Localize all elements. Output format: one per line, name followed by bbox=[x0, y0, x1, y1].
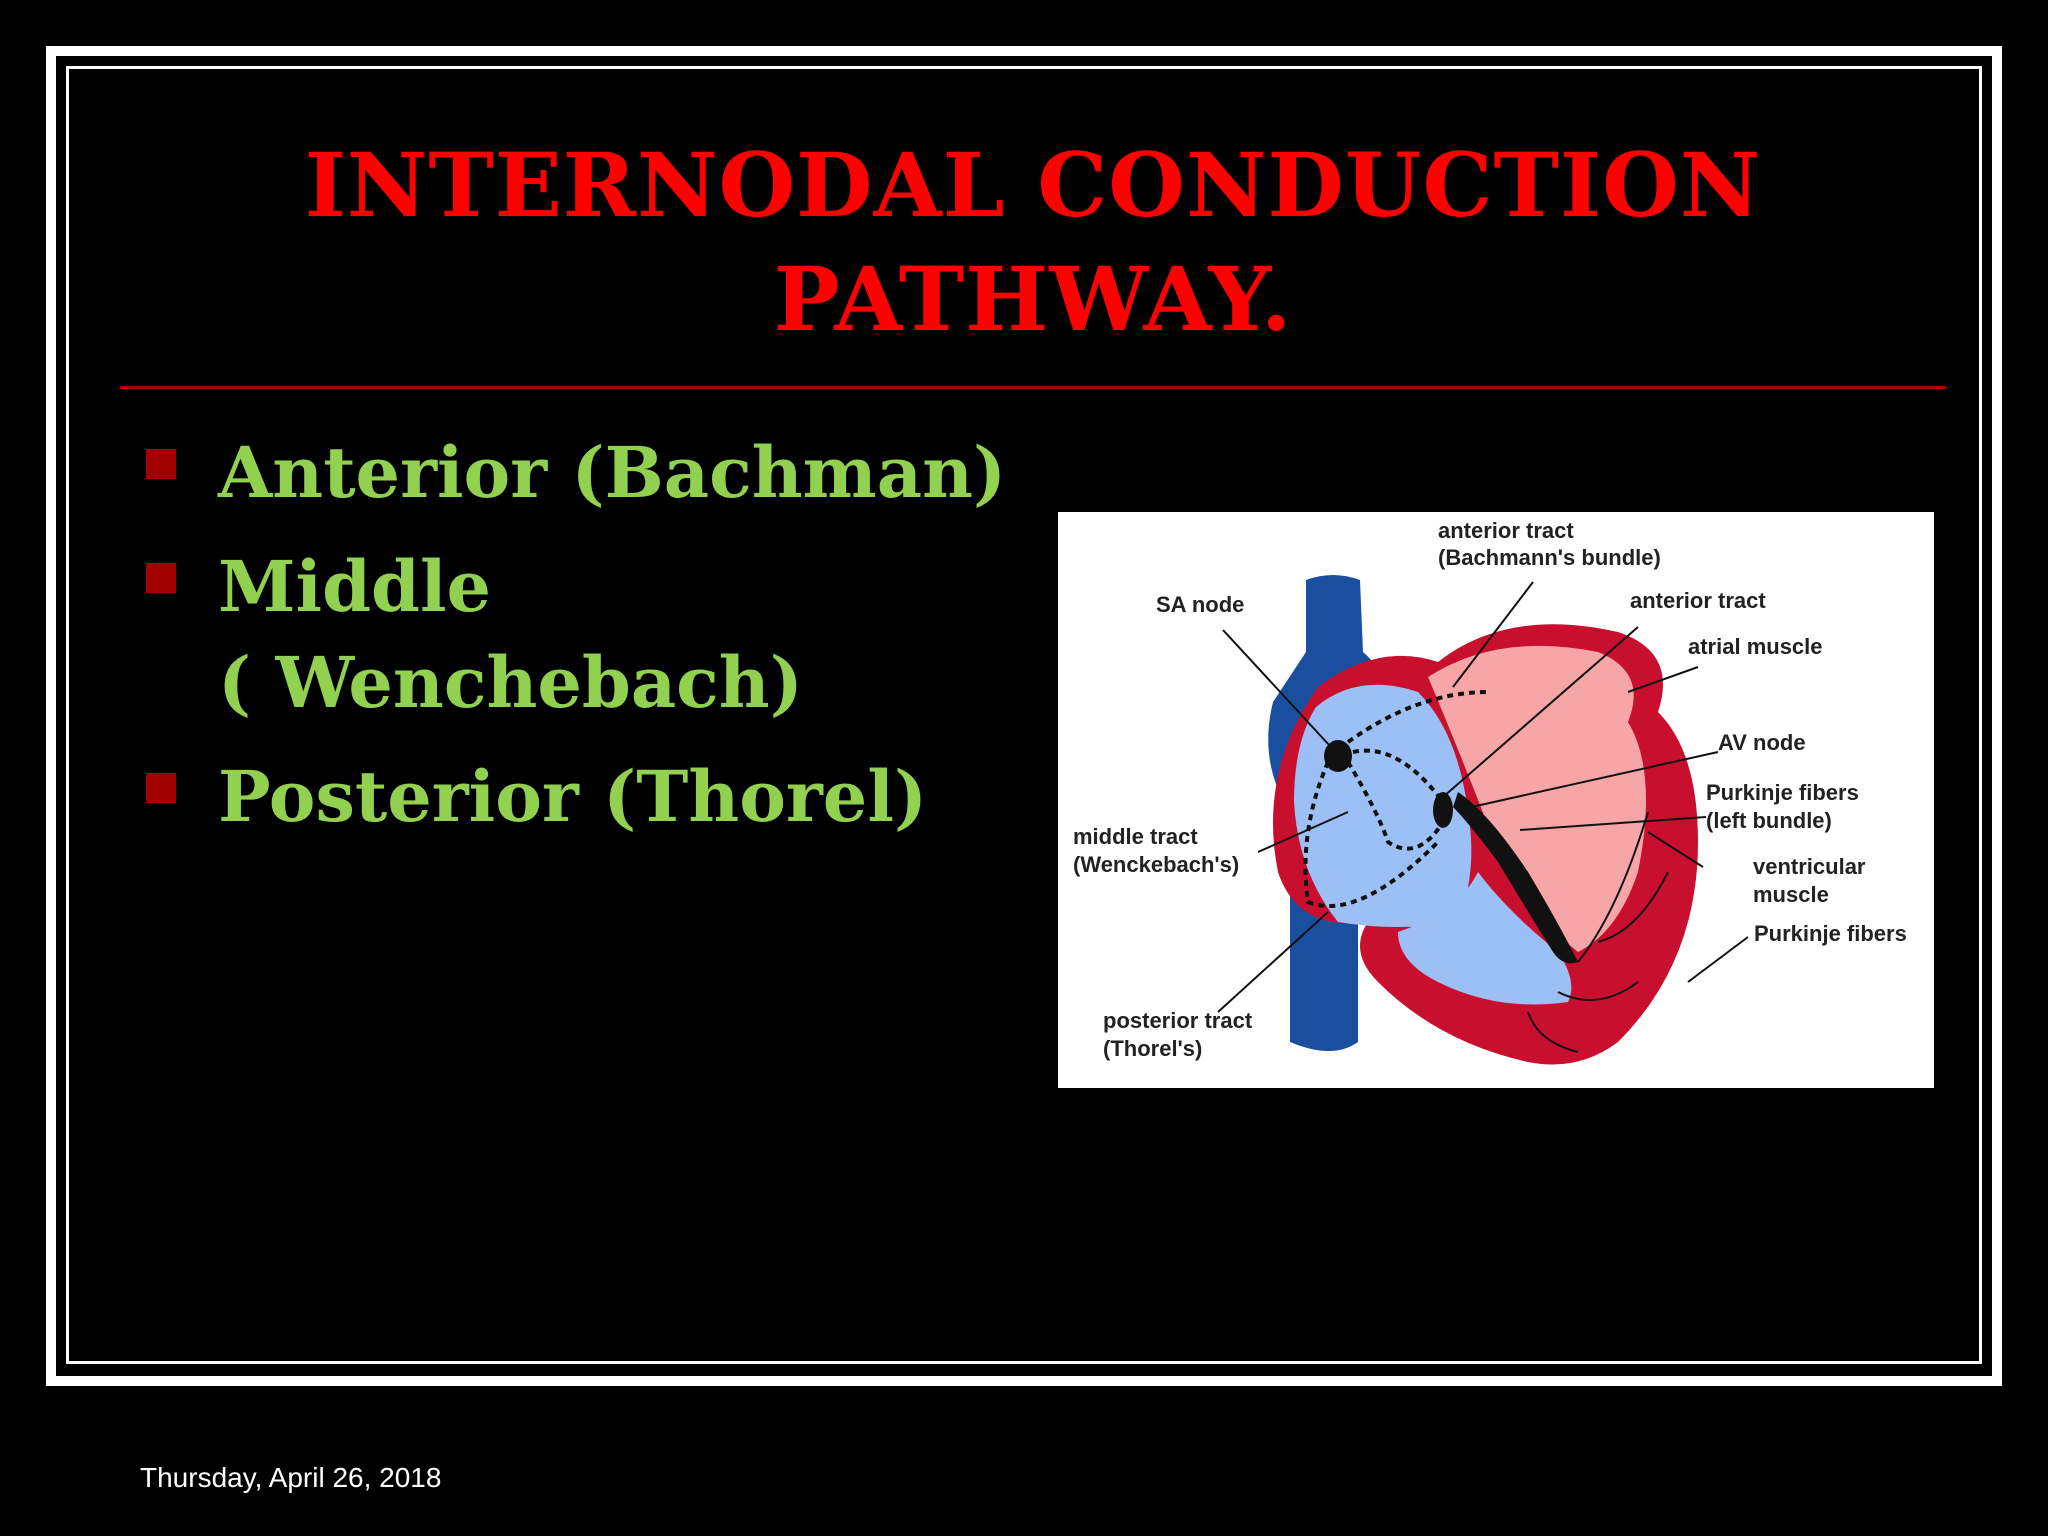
label-anterior-tract-bundle: anterior tract bbox=[1438, 518, 1574, 543]
bullet-text: Anterior (Bachman) bbox=[218, 431, 1007, 514]
anterior-tract-bundle bbox=[1346, 690, 1489, 744]
label-middle-tract: middle tract bbox=[1073, 824, 1198, 849]
bullet-item: Posterior (Thorel) bbox=[140, 749, 1040, 845]
label-bachmann-bundle: (Bachmann's bundle) bbox=[1438, 545, 1661, 570]
posterior-tract bbox=[1303, 761, 1440, 908]
label-left-bundle: (left bundle) bbox=[1706, 808, 1832, 833]
label-anterior-tract: anterior tract bbox=[1630, 588, 1766, 613]
heart-diagram-svg: anterior tract (Bachmann's bundle) SA no… bbox=[1073, 518, 1907, 1065]
purkinje-branches bbox=[1527, 811, 1669, 1053]
square-bullet-icon bbox=[146, 449, 176, 479]
bullet-item: Middle ( Wenchebach) bbox=[140, 539, 1040, 731]
heart-conduction-diagram: anterior tract (Bachmann's bundle) SA no… bbox=[1058, 512, 1934, 1088]
square-bullet-icon bbox=[146, 563, 176, 593]
label-thorel: (Thorel's) bbox=[1103, 1036, 1202, 1061]
right-ventricle bbox=[1398, 872, 1572, 1005]
label-atrial-muscle: atrial muscle bbox=[1688, 634, 1823, 659]
bundle-branch bbox=[1453, 792, 1578, 964]
bullet-text: Posterior (Thorel) bbox=[218, 755, 928, 838]
left-chamber bbox=[1428, 645, 1646, 952]
anterior-tract-path bbox=[1352, 748, 1445, 804]
footer-date: Thursday, April 26, 2018 bbox=[140, 1462, 442, 1493]
leader-lines bbox=[1217, 581, 1749, 1013]
title-line-1: INTERNODAL CONDUCTION bbox=[304, 133, 1762, 237]
bullet-item: Anterior (Bachman) bbox=[140, 425, 1040, 521]
bullet-text-continued: ( Wenchebach) bbox=[218, 641, 803, 724]
slide-title: INTERNODAL CONDUCTION PATHWAY. bbox=[120, 128, 1946, 356]
label-posterior-tract: posterior tract bbox=[1103, 1008, 1253, 1033]
title-line-2: PATHWAY. bbox=[773, 247, 1293, 351]
middle-tract bbox=[1346, 760, 1445, 851]
square-bullet-icon bbox=[146, 773, 176, 803]
label-wenckebach: (Wenckebach's) bbox=[1073, 852, 1239, 877]
bullet-text: Middle bbox=[218, 545, 492, 628]
label-muscle: muscle bbox=[1753, 882, 1829, 907]
label-purkinje-left: Purkinje fibers bbox=[1706, 780, 1859, 805]
bullet-list: Anterior (Bachman) Middle ( Wenchebach) … bbox=[140, 425, 1040, 863]
slide-outer-border bbox=[46, 46, 2002, 1386]
slide-inner-border bbox=[66, 66, 1982, 1364]
av-node bbox=[1433, 792, 1453, 828]
label-ventricular: ventricular bbox=[1753, 854, 1866, 879]
sa-node bbox=[1324, 740, 1352, 772]
title-divider bbox=[120, 386, 1946, 389]
label-sa-node: SA node bbox=[1156, 592, 1244, 617]
label-purkinje-fibers: Purkinje fibers bbox=[1754, 921, 1907, 946]
label-av-node: AV node bbox=[1718, 730, 1806, 755]
